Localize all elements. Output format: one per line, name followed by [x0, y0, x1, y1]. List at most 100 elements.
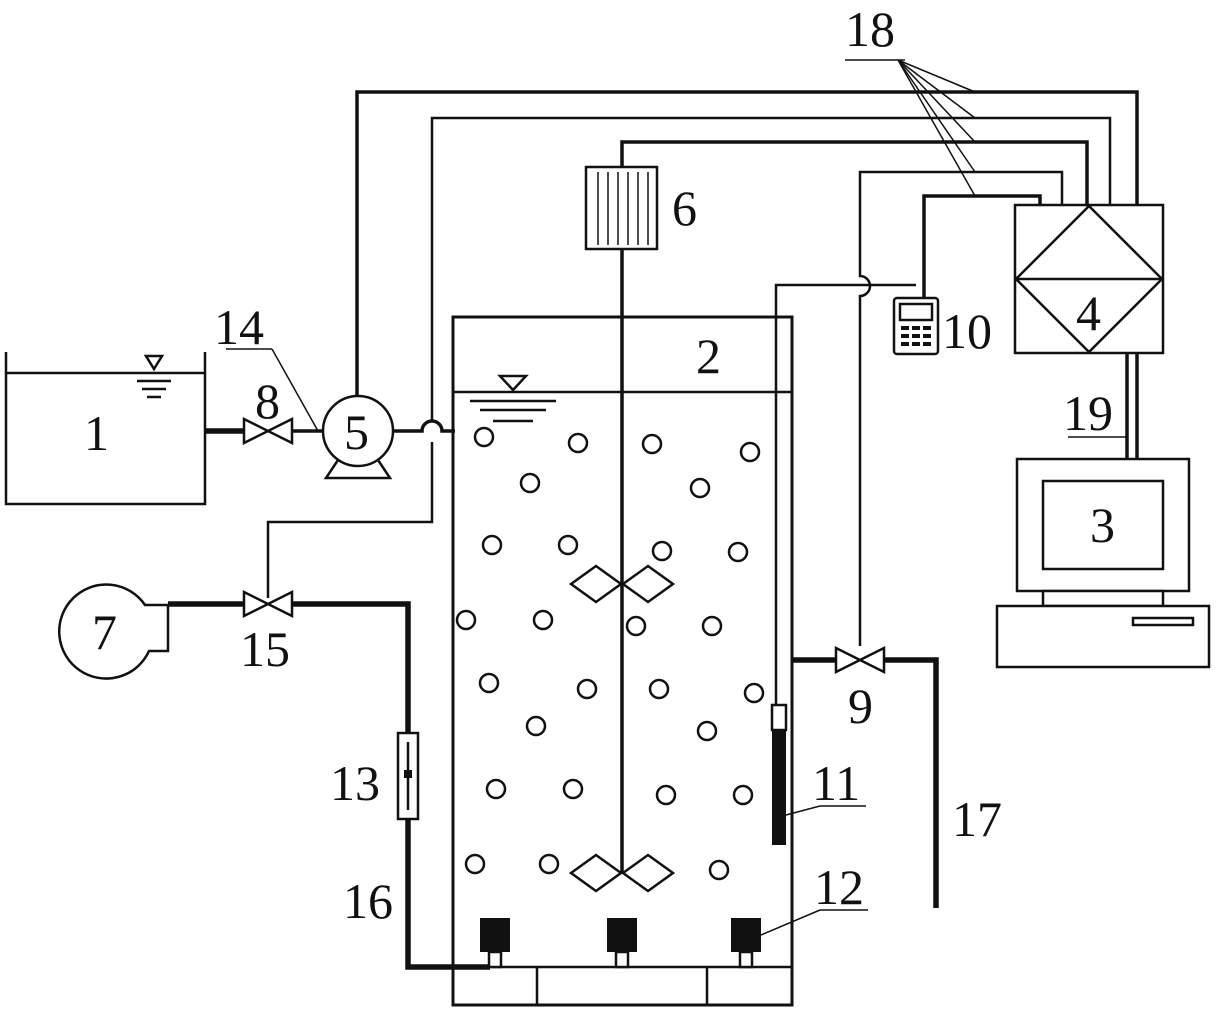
controller-diamond	[1014, 204, 1164, 354]
meter-key	[912, 334, 920, 338]
air-valve-icon[interactable]	[242, 589, 294, 619]
label-15: 15	[240, 621, 290, 677]
bubble	[562, 778, 584, 800]
label-7: 7	[92, 604, 117, 660]
impeller-blade-upper-left	[568, 564, 624, 604]
stirrer	[568, 165, 676, 893]
label-6: 6	[672, 180, 697, 236]
computer	[995, 457, 1211, 669]
wire-valve-9	[858, 170, 1064, 646]
label-11: 11	[812, 755, 860, 811]
impeller-blade-lower-right	[620, 853, 676, 893]
label-9: 9	[848, 678, 873, 734]
meter-key	[923, 334, 931, 338]
bubble	[727, 541, 749, 563]
flowmeter-float	[404, 770, 412, 778]
signal-wires	[266, 59, 1139, 646]
aerator-stem	[738, 950, 754, 969]
aerator-icon	[480, 918, 510, 952]
bubbles	[455, 426, 765, 881]
leader-18c	[897, 59, 976, 143]
bubble	[689, 477, 711, 499]
label-8: 8	[255, 373, 280, 429]
meter-screen	[898, 302, 934, 322]
air-pipe-c	[405, 819, 490, 970]
labels: 1 2 3 4 5 6 7 8 9 10 11 12 13 14 15 16 1…	[84, 1, 1115, 929]
meter-key	[923, 342, 931, 346]
controller	[1013, 203, 1165, 460]
stirrer-motor-icon[interactable]	[584, 165, 659, 251]
label-5: 5	[344, 404, 369, 460]
meter-key	[901, 334, 909, 338]
aerator-stem	[614, 950, 630, 969]
meter-key	[901, 342, 909, 346]
drain-valve-icon[interactable]	[834, 645, 886, 675]
bubble	[625, 615, 647, 637]
bubble	[525, 715, 547, 737]
bubble	[538, 853, 560, 875]
disk-slot	[1131, 616, 1195, 627]
label-3: 3	[1090, 497, 1115, 553]
bubble	[532, 609, 554, 631]
leader-14-diag	[271, 348, 319, 432]
leader-12	[760, 909, 821, 936]
meter	[892, 296, 940, 356]
label-17: 17	[952, 791, 1002, 847]
probe-body	[772, 730, 786, 845]
label-12: 12	[814, 859, 864, 915]
label-18: 18	[845, 1, 895, 57]
aerator-icon	[607, 918, 637, 952]
meter-key	[912, 326, 920, 330]
bubble	[696, 720, 718, 742]
probe-icon	[770, 703, 788, 732]
label-2: 2	[696, 328, 721, 384]
meter-key	[923, 326, 931, 330]
bubble	[478, 672, 500, 694]
label-14: 14	[214, 299, 264, 355]
wire-meter	[922, 194, 1042, 298]
feed-line	[205, 348, 455, 480]
meter-key	[912, 342, 920, 346]
meter-key	[901, 326, 909, 330]
blower-icon[interactable]	[57, 583, 170, 680]
bubble	[651, 540, 673, 562]
leader-18a	[897, 59, 976, 93]
bubble	[567, 432, 589, 454]
computer-base-icon[interactable]	[995, 604, 1211, 669]
label-13: 13	[330, 755, 380, 811]
drain-pipe-b	[884, 657, 939, 908]
drain-line	[792, 645, 939, 908]
bubble	[473, 426, 495, 448]
air-line	[57, 583, 490, 970]
leader-18d	[897, 59, 976, 173]
bubble	[481, 534, 503, 556]
wire-stirrer	[620, 140, 1089, 205]
bubble	[641, 433, 663, 455]
impeller-blade-upper-right	[620, 564, 676, 604]
reactor-level-icon	[497, 374, 529, 392]
monitor-stand	[1041, 589, 1165, 608]
monitor-screen	[1041, 479, 1165, 571]
leader-18e	[897, 59, 976, 197]
aerator-stem	[487, 950, 503, 969]
feed-tank-body	[4, 352, 207, 506]
label-1: 1	[84, 405, 109, 461]
bubble	[464, 853, 486, 875]
bubble	[739, 441, 761, 463]
bubble	[648, 678, 670, 700]
bubble	[557, 534, 579, 556]
leader-18b	[897, 59, 976, 119]
bubble	[732, 784, 754, 806]
bubble	[701, 615, 723, 637]
water-level-icon	[143, 354, 165, 372]
pump-outlet-pipe	[393, 419, 455, 433]
leader-11	[785, 805, 821, 816]
bubble	[519, 472, 541, 494]
bubble	[708, 859, 730, 881]
label-16: 16	[343, 873, 393, 929]
feed-valve-icon[interactable]	[242, 416, 294, 446]
wire-valve-15	[430, 116, 1112, 420]
label-4: 4	[1076, 285, 1101, 341]
impeller-blade-lower-left	[568, 853, 624, 893]
